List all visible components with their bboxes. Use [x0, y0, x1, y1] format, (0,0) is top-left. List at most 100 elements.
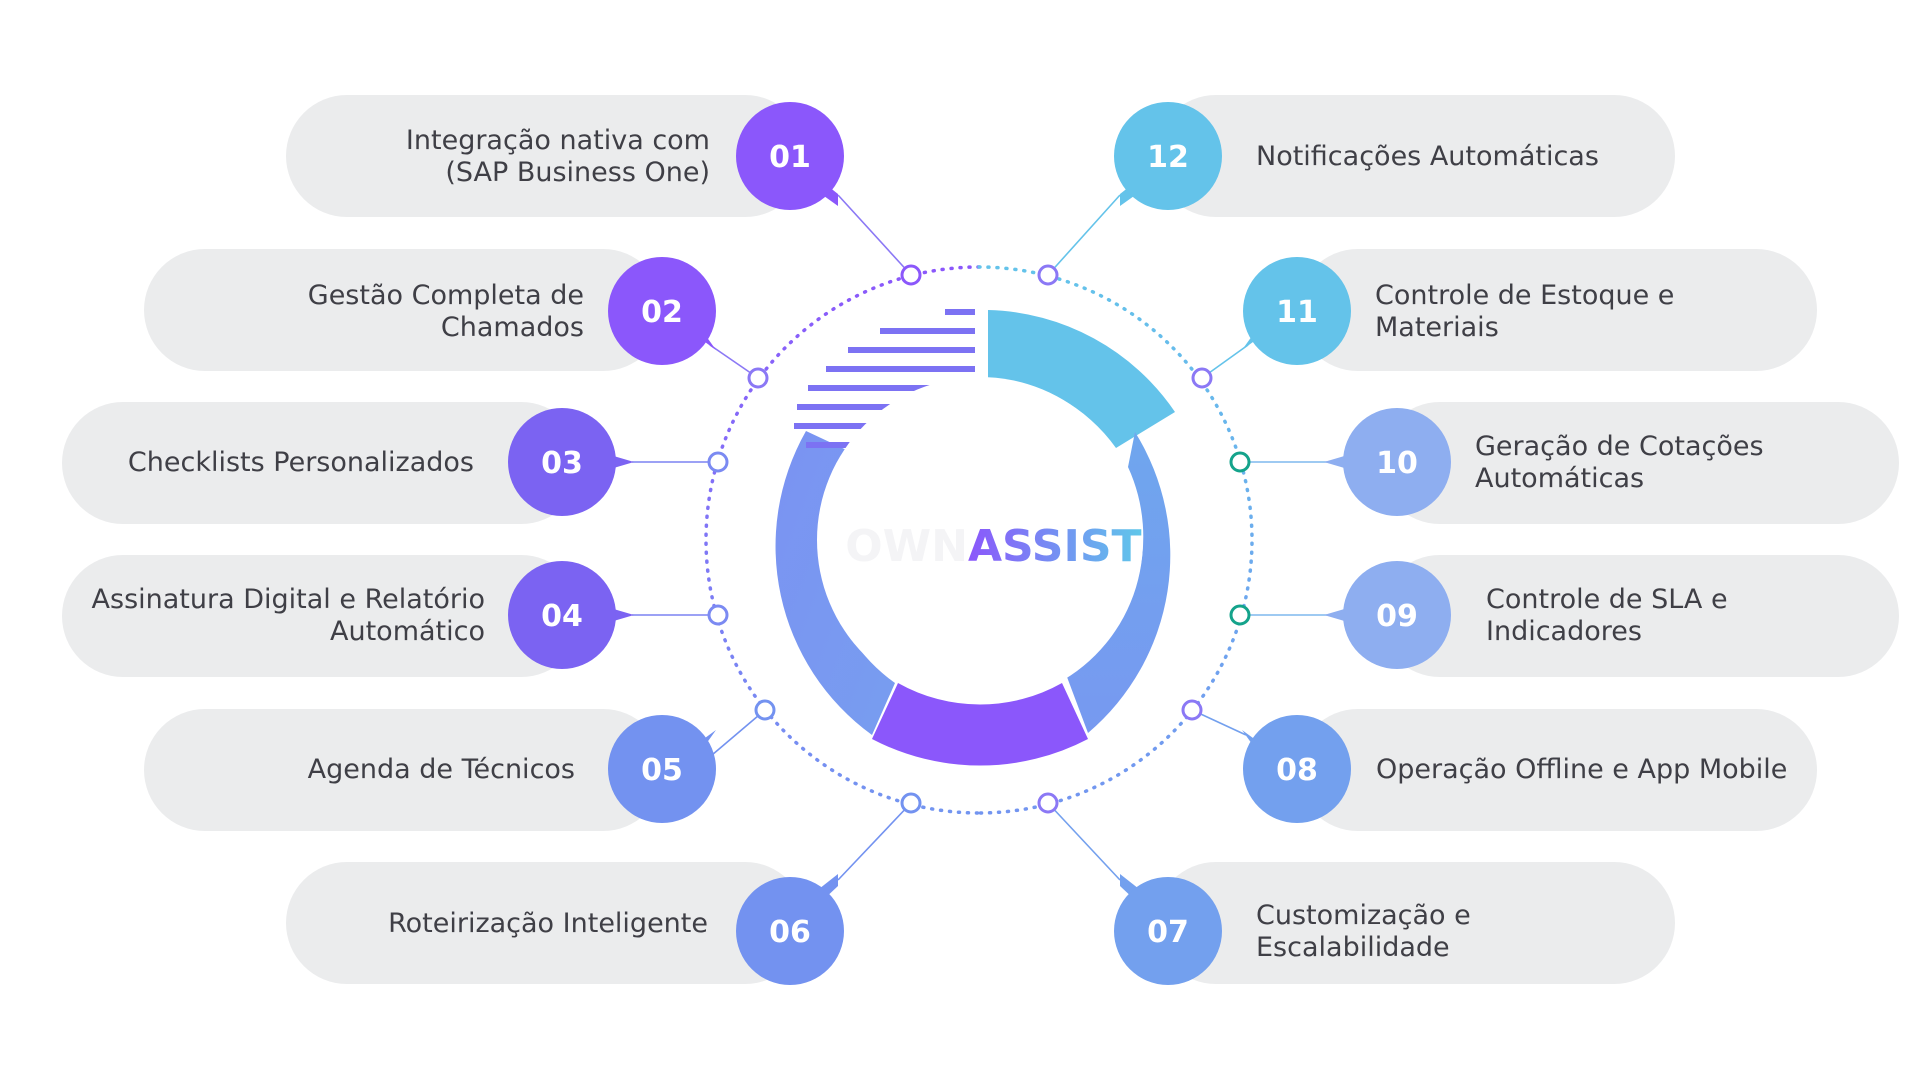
- node-12: [1037, 264, 1059, 286]
- badge-number-10: 10: [1376, 446, 1418, 481]
- connector-07: [1047, 802, 1121, 881]
- feature-label-line: Controle de Estoque e: [1375, 280, 1674, 311]
- feature-pill-04: [62, 555, 582, 677]
- feature-label-12: Notificações Automáticas: [1256, 141, 1599, 172]
- feature-label-line: Indicadores: [1486, 616, 1642, 647]
- feature-label-line: Escalabilidade: [1256, 932, 1450, 963]
- donut-segment-striped: [794, 309, 975, 448]
- feature-label-05: Agenda de Técnicos: [308, 754, 575, 785]
- feature-pills: Integração nativa com(SAP Business One) G…: [62, 95, 1899, 984]
- brand-prefix: OWN: [845, 521, 968, 572]
- node-08: [1181, 699, 1203, 721]
- feature-label-08: Operação Offline e App Mobile: [1376, 754, 1787, 785]
- brand-logo: OWN ASSIST: [845, 521, 1141, 572]
- feature-label-line: Automáticas: [1475, 463, 1644, 494]
- number-badge-12: [1114, 102, 1222, 210]
- node-09: [1229, 604, 1251, 626]
- feature-label-line: Roteirização Inteligente: [388, 908, 708, 939]
- node-03: [707, 451, 729, 473]
- feature-pill-08: [1297, 709, 1817, 831]
- donut-segment-right: [1067, 432, 1171, 733]
- feature-pill-12: [1155, 95, 1675, 217]
- connector-lines: [632, 194, 1327, 881]
- connector-05: [711, 709, 766, 756]
- feature-label-line: (SAP Business One): [445, 157, 710, 188]
- feature-label-line: Notificações Automáticas: [1256, 141, 1599, 172]
- donut-center: [817, 377, 1143, 703]
- feature-pill-02: [144, 249, 664, 371]
- connector-06: [837, 802, 912, 881]
- feature-pill-01: [286, 95, 806, 217]
- dotted-ring: [704, 265, 1254, 815]
- badge-number-05: 05: [641, 753, 683, 788]
- number-badge-06: [736, 877, 844, 985]
- donut-segment-cyan: [988, 310, 1175, 448]
- feature-label-line: Agenda de Técnicos: [308, 754, 575, 785]
- node-11: [1191, 367, 1213, 389]
- feature-pill-06: [286, 862, 806, 984]
- number-badge-08: [1243, 715, 1351, 823]
- donut-segment-bottom: [872, 683, 1088, 766]
- badge-number-02: 02: [641, 295, 683, 330]
- feature-label-line: Controle de SLA e: [1486, 584, 1728, 615]
- feature-label-line: Integração nativa com: [406, 125, 710, 156]
- number-badge-09: [1343, 561, 1451, 669]
- badge-number-11: 11: [1276, 295, 1318, 330]
- feature-label-line: Customização e: [1256, 900, 1471, 931]
- feature-pill-09: [1379, 555, 1899, 677]
- badge-number-01: 01: [769, 140, 811, 175]
- number-badge-07: [1114, 877, 1222, 985]
- number-badge-04: [508, 561, 616, 669]
- feature-pill-10: [1379, 402, 1899, 524]
- badge-number-12: 12: [1147, 140, 1189, 175]
- feature-label-line: Geração de Cotações: [1475, 431, 1764, 462]
- number-badges: 01 02 03 04 05 06 12 11 10 09 08 07: [508, 102, 1451, 985]
- node-07: [1037, 792, 1059, 814]
- badge-number-04: 04: [541, 599, 583, 634]
- node-04: [707, 604, 729, 626]
- node-02: [747, 367, 769, 389]
- badge-number-03: 03: [541, 446, 583, 481]
- connector-nodes: [707, 264, 1251, 814]
- connector-12: [1047, 194, 1121, 276]
- donut-segment-left: [775, 431, 895, 735]
- feature-label-line: Chamados: [441, 312, 584, 343]
- feature-label-06: Roteirização Inteligente: [388, 908, 708, 939]
- node-05: [754, 699, 776, 721]
- feature-label-line: Assinatura Digital e Relatório: [92, 584, 485, 615]
- feature-label-line: Checklists Personalizados: [128, 447, 474, 478]
- number-badge-10: [1343, 408, 1451, 516]
- feature-label-01: Integração nativa com(SAP Business One): [406, 125, 710, 188]
- feature-pill-03: [62, 402, 582, 524]
- node-01: [900, 264, 922, 286]
- number-badge-11: [1243, 257, 1351, 365]
- badge-number-09: 09: [1376, 599, 1418, 634]
- node-06: [900, 792, 922, 814]
- badge-number-06: 06: [769, 915, 811, 950]
- center-donut: [775, 309, 1175, 766]
- feature-label-line: Gestão Completa de: [308, 280, 584, 311]
- connector-01: [837, 194, 912, 276]
- badge-number-07: 07: [1147, 915, 1189, 950]
- badge-number-08: 08: [1276, 753, 1318, 788]
- feature-pill-07: [1155, 862, 1675, 984]
- node-10: [1229, 451, 1251, 473]
- number-badge-01: [736, 102, 844, 210]
- feature-pill-05: [144, 709, 664, 831]
- feature-label-line: Automático: [330, 616, 485, 647]
- number-badge-05: [608, 715, 716, 823]
- number-badge-03: [508, 408, 616, 516]
- number-badge-02: [608, 257, 716, 365]
- feature-label-line: Materiais: [1375, 312, 1499, 343]
- brand-name: ASSIST: [968, 521, 1142, 572]
- feature-label-03: Checklists Personalizados: [128, 447, 474, 478]
- feature-pill-11: [1297, 249, 1817, 371]
- feature-label-line: Operação Offline e App Mobile: [1376, 754, 1787, 785]
